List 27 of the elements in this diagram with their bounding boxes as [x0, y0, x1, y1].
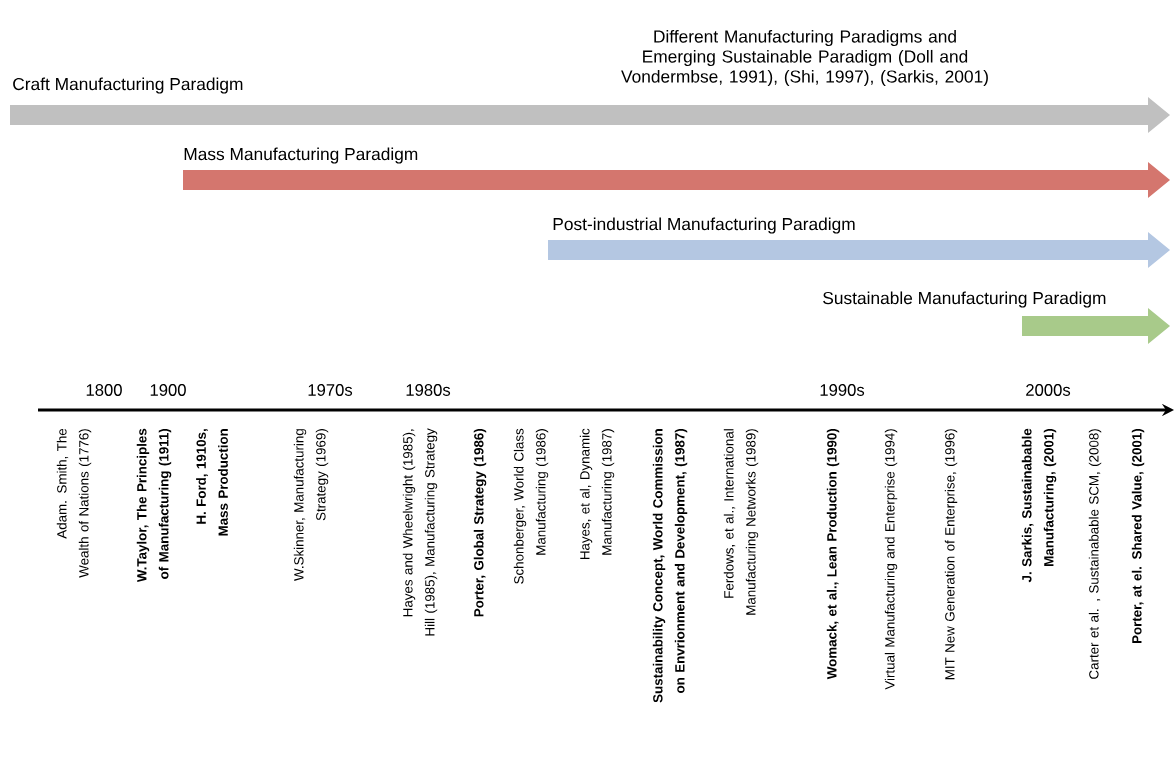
timeline-entry: Adam. Smith, The Wealth of Nations (1776) — [56, 428, 92, 578]
year-label: 1990s — [820, 384, 865, 396]
timeline-entry: MIT New Generation of Enterprise, (1996) — [944, 429, 958, 680]
timeline-entry: W.Taylor, The Principles of Manufacturing (1911) — [136, 428, 172, 583]
title: Different Manufacturing Paradigms and Emerging Sustainable Paradigm (Doll and Vondermbse, 1991), (Shi, 1997), (Sarkis, 2001) — [621, 29, 988, 87]
timeline-entry: Schonberger, World Class Manufacturing (1986) — [513, 428, 549, 584]
timeline-entry: Sustainability Concept, World Commission on Envrionment and Development, (1987) — [652, 428, 688, 703]
timeline-entry: W.Skinner, Manufacturing Strategy (1969) — [293, 429, 329, 581]
year-label: 1800 — [86, 384, 122, 396]
year-label: 1970s — [308, 384, 353, 396]
timeline-entry: Hayes, et al, Dynamic Manufacturing (1987) — [579, 428, 615, 560]
paradigm-label: Post-industrial Manufacturing Paradigm — [553, 217, 855, 234]
timeline-entry: Ferdows, et al., International Manufacturing Networks (1989) — [723, 429, 759, 615]
timeline-entry: Virtual Manufacturing and Enterprise (1994) — [884, 429, 898, 690]
paradigm-label: Mass Manufacturing Paradigm — [184, 147, 418, 164]
paradigm-label: Craft Manufacturing Paradigm — [13, 77, 243, 94]
paradigm-label: Sustainable Manufacturing Paradigm — [823, 291, 1106, 308]
timeline-entry: J. Sarkis, Sustainabable Manufacturing, (2001) — [1021, 428, 1057, 583]
year-label: 2000s — [1026, 384, 1071, 396]
timeline-entry: Porter, at el. Shared Value, (2001) — [1131, 428, 1145, 644]
timeline-entry: H. Ford, 1910s, Mass Production — [196, 429, 228, 536]
timeline-entry: Carter et al. , Sustainabable SCM, (2008) — [1088, 429, 1102, 679]
timeline-entry: Womack, et al., Lean Production (1990) — [826, 428, 840, 680]
year-label: 1980s — [406, 384, 451, 396]
timeline-entry: Porter, Global Strategy (1986) — [473, 428, 487, 617]
year-label: 1900 — [150, 384, 186, 396]
timeline-entry: Hayes and Wheelwright (1985), Hill (1985), Manufacturing Strategy — [402, 428, 438, 636]
